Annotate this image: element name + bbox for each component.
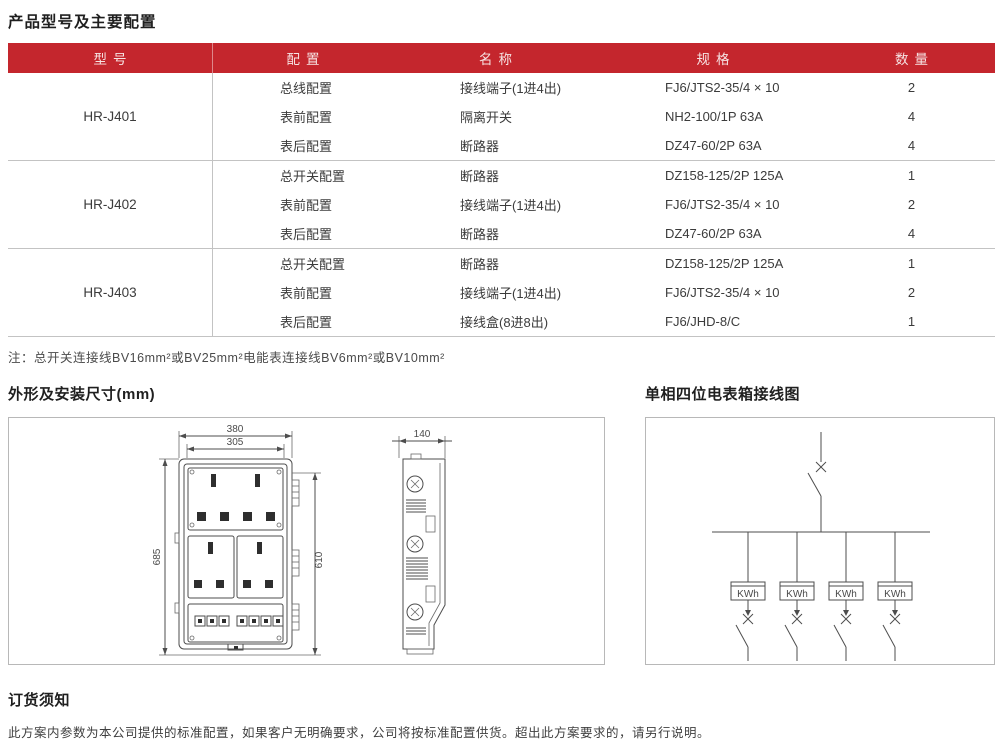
header-spec: 规格 [696,52,736,67]
config-cell: 表后配置 [280,139,333,154]
name-cell: 断路器 [460,227,500,242]
dimensions-panel: 380 305 [8,417,605,665]
dim-305: 305 [227,437,244,448]
qty-cell: 4 [907,138,916,153]
qty-cell: 2 [907,197,916,212]
spec-cell: FJ6/JTS2-35/4 × 10 [665,285,780,300]
meter-branch: KWh [877,532,913,661]
qty-cell: 4 [907,109,916,124]
name-cell: 接线盒(8进8出) [460,315,549,330]
ordering-section: 订货须知 此方案内参数为本公司提供的标准配置，如果客户无明确要求，公司将按标准配… [8,689,992,741]
spec-cell: FJ6/JHD-8/C [665,314,741,329]
wiring-title: 单相四位电表箱接线图 [645,386,801,403]
header-config: 配置 [286,52,326,67]
config-cell: 总线配置 [280,81,333,96]
spec-cell: FJ6/JTS2-35/4 × 10 [665,80,780,95]
header-qty: 数量 [895,52,934,67]
dim-685: 685 [152,548,163,565]
name-cell: 接线端子(1进4出) [460,286,562,301]
config-cell: 表后配置 [280,315,333,330]
table-header-row: 型号 配置 名称 规格 数量 [8,43,995,73]
kwh-meter-label: KWh [786,589,808,600]
ordering-text: 此方案内参数为本公司提供的标准配置，如果客户无明确要求，公司将按标准配置供货。超… [8,726,711,740]
qty-cell: 1 [907,168,916,183]
config-cell: 表前配置 [280,286,333,301]
spec-cell: NH2-100/1P 63A [665,109,764,124]
config-cell: 表后配置 [280,227,333,242]
front-view: 380 305 [152,424,325,656]
qty-cell: 4 [907,226,916,241]
spec-cell: DZ158-125/2P 125A [665,168,784,183]
meter-branch: KWh [779,532,815,661]
terminal-block-left [194,615,230,627]
terminal-block-right [236,615,284,627]
model-cell: HR-J401 [8,73,213,160]
qty-cell: 1 [907,314,916,329]
header-model: 型号 [8,43,213,73]
kwh-meter-label: KWh [884,589,906,600]
table-group-hr-j402: HR-J402 总开关配置 断路器 DZ158-125/2P 125A 1 表前… [8,161,995,249]
table-note: 注：总开关连接线BV16mm²或BV25mm²电能表连接线BV6mm²或BV10… [8,351,445,365]
config-cell: 表前配置 [280,198,333,213]
wiring-panel: KWh KWh [645,417,995,665]
lower-sections: 外形及安装尺寸(mm) 380 [8,383,995,665]
name-cell: 断路器 [460,257,500,272]
spec-table: 型号 配置 名称 规格 数量 HR-J401 总线配置 接线端子(1进4出) F… [8,43,995,337]
qty-cell: 2 [907,285,916,300]
qty-cell: 2 [907,80,916,95]
page-title: 产品型号及主要配置 [8,14,157,31]
lock-knobs [406,475,424,621]
dimensions-section: 外形及安装尺寸(mm) 380 [8,383,605,665]
name-cell: 接线端子(1进4出) [460,81,562,96]
table-group-hr-j401: HR-J401 总线配置 接线端子(1进4出) FJ6/JTS2-35/4 × … [8,73,995,161]
name-cell: 接线端子(1进4出) [460,198,562,213]
name-cell: 断路器 [460,169,500,184]
spec-cell: DZ47-60/2P 63A [665,226,762,241]
dim-140: 140 [414,429,431,440]
kwh-meter-label: KWh [835,589,857,600]
model-cell: HR-J402 [8,161,213,248]
dim-380: 380 [227,424,244,435]
spec-cell: FJ6/JTS2-35/4 × 10 [665,197,780,212]
header-name: 名称 [479,52,518,67]
config-cell: 总开关配置 [280,169,346,184]
table-group-hr-j403: HR-J403 总开关配置 断路器 DZ158-125/2P 125A 1 表前… [8,249,995,337]
spec-cell: DZ47-60/2P 63A [665,138,762,153]
wiring-diagram: KWh KWh [712,432,930,661]
comb-connectors [291,479,300,631]
name-cell: 隔离开关 [460,110,513,125]
meter-branch: KWh [828,532,864,661]
dim-610: 610 [314,551,325,568]
qty-cell: 1 [907,256,916,271]
dimensions-title: 外形及安装尺寸(mm) [8,386,156,403]
ridges [406,499,428,635]
name-cell: 断路器 [460,139,500,154]
main-breaker [807,432,827,532]
spec-cell: DZ158-125/2P 125A [665,256,784,271]
kwh-meter-label: KWh [737,589,759,600]
meter-branch: KWh [730,532,766,661]
outline-drawing: 380 305 [152,424,452,656]
config-cell: 总开关配置 [280,257,346,272]
side-view: 140 [392,429,452,655]
wiring-section: 单相四位电表箱接线图 K [645,383,995,665]
config-cell: 表前配置 [280,110,333,125]
ordering-title: 订货须知 [8,692,71,709]
model-cell: HR-J403 [8,249,213,336]
